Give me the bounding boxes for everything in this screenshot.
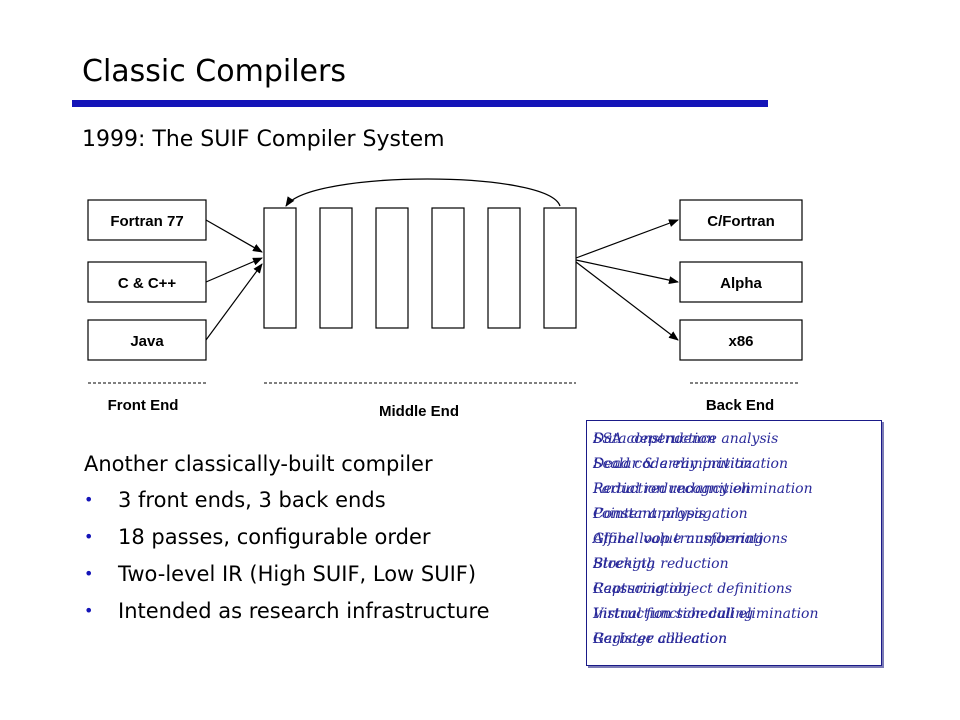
bullet-item: • Intended as research infrastructure	[84, 597, 490, 634]
pass-box	[319, 207, 353, 329]
bullet-list: • 3 front ends, 3 back ends • 18 passes, c…	[84, 486, 490, 634]
front-end-section-label: Front End	[108, 397, 179, 414]
passes-popup: Data dependence analysis SSA constructio…	[586, 420, 882, 666]
pass-item-b: Reassociation	[593, 581, 692, 597]
bullet-dot-icon: •	[84, 527, 94, 546]
pass-item-a: Blocking	[593, 556, 655, 572]
back-end-box: Alpha	[679, 261, 803, 303]
pass-boxes	[263, 207, 577, 329]
pass-box	[375, 207, 409, 329]
pass-item-b: Constant propagation	[593, 506, 748, 522]
lead-text: Another classically-built compiler	[84, 452, 433, 476]
slide-subtitle: 1999: The SUIF Compiler System	[82, 127, 445, 152]
bullet-dot-icon: •	[84, 564, 94, 583]
pass-item-a: Reduction recognition	[593, 481, 751, 497]
slide-title: Classic Compilers	[82, 54, 346, 89]
front-arrow	[205, 263, 263, 341]
pass-box	[487, 207, 521, 329]
bullet-item: • 18 passes, configurable order	[84, 523, 490, 560]
bullet-text: 3 front ends, 3 back ends	[118, 488, 386, 512]
title-underline	[72, 100, 768, 107]
back-end-box: C/Fortran	[679, 199, 803, 241]
pass-item-a: Data dependence analysis	[593, 431, 779, 447]
bullet-text: Intended as research infrastructure	[118, 599, 490, 623]
bullet-item: • 3 front ends, 3 back ends	[84, 486, 490, 523]
pass-box	[431, 207, 465, 329]
front-arrow	[205, 257, 263, 283]
pass-item-b: Partial redundancy elimination	[593, 481, 813, 497]
front-end-label: C & C++	[118, 275, 177, 292]
pass-box	[543, 207, 577, 329]
loop-back-arrow	[285, 178, 561, 207]
back-end-section-label: Back End	[706, 397, 774, 414]
pass-item-b: Instruction scheduling	[593, 606, 754, 622]
bullet-text: 18 passes, configurable order	[118, 525, 431, 549]
pass-item-a: Pointer analysis	[593, 506, 706, 522]
front-end-label: Java	[130, 333, 164, 350]
pass-item-b: Global value numbering	[593, 531, 764, 547]
pass-item-a: Virtual function call elimination	[593, 606, 819, 622]
back-arrow	[575, 259, 679, 285]
pass-item-b: Dead code elimination	[593, 456, 753, 472]
pass-item-a: Scalar & array privitization	[593, 456, 788, 472]
back-arrow	[575, 261, 679, 341]
front-arrow	[205, 219, 263, 253]
back-arrow	[575, 219, 679, 259]
pass-item-b: Strength reduction	[593, 556, 729, 572]
bullet-dot-icon: •	[84, 490, 94, 509]
back-end-label: Alpha	[720, 275, 762, 292]
back-end-label: x86	[728, 333, 753, 350]
front-end-box: Java	[87, 319, 207, 361]
pass-item-a: Garbage collection	[593, 631, 728, 647]
bullet-dot-icon: •	[84, 601, 94, 620]
middle-end-section-label: Middle End	[379, 403, 459, 420]
pass-item-b: Register allocation	[593, 631, 727, 647]
front-end-box: C & C++	[87, 261, 207, 303]
front-end-box: Fortran 77	[87, 199, 207, 241]
pass-item-b: SSA construction	[593, 431, 716, 447]
pass-box	[263, 207, 297, 329]
bullet-item: • Two-level IR (High SUIF, Low SUIF)	[84, 560, 490, 597]
bullet-text: Two-level IR (High SUIF, Low SUIF)	[118, 562, 477, 586]
front-end-label: Fortran 77	[110, 213, 183, 230]
back-end-box: x86	[679, 319, 803, 361]
pass-item-a: Capturing object definitions	[593, 581, 793, 597]
back-end-label: C/Fortran	[707, 213, 775, 230]
pass-item-a: Affine loop transformations	[593, 531, 788, 547]
